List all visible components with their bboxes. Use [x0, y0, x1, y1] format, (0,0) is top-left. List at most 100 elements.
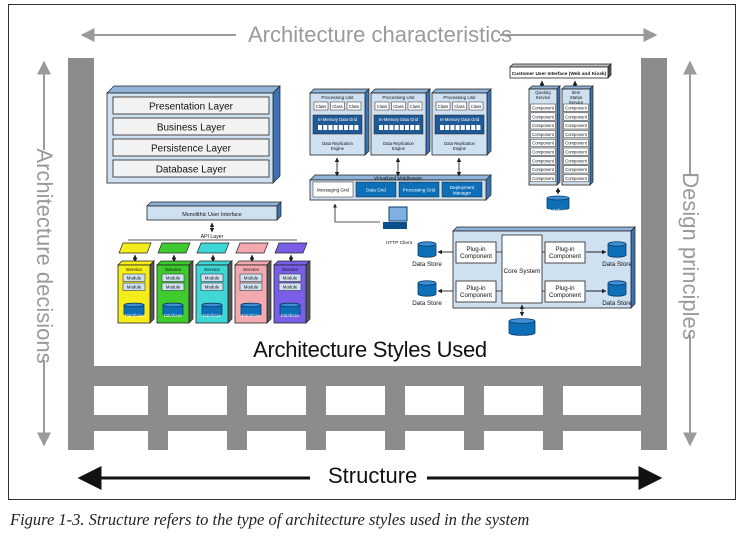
customer-ui-box [509, 63, 612, 79]
datastore-label: Data Store [602, 261, 632, 268]
class-box [468, 101, 484, 111]
structure-label: Structure [318, 463, 428, 489]
grid-cell [440, 125, 444, 130]
middleware-item [312, 181, 354, 198]
module-label: Module [283, 285, 298, 290]
component-label: Component [565, 123, 587, 128]
layer-label: Persistence Layer [151, 144, 232, 155]
module-label: Module [166, 276, 181, 281]
grid-cell [328, 125, 333, 130]
layer-box [112, 159, 270, 178]
microservice-database-label: Database [125, 313, 144, 318]
layer-label: Presentation Layer [149, 102, 234, 113]
component-label: Component [565, 167, 587, 172]
component-label: Component [532, 150, 554, 155]
module-box [161, 273, 185, 282]
core-system-box [501, 234, 543, 304]
component-box [530, 156, 556, 165]
component-box [530, 112, 556, 121]
middleware-item [441, 181, 483, 198]
module-label: Module [127, 276, 142, 281]
module-box [122, 273, 146, 282]
api-endpoint [118, 242, 152, 254]
grid-cell [394, 125, 399, 130]
class-label: Class [377, 104, 387, 109]
component-label: Component [565, 132, 587, 137]
class-label: Class [438, 104, 448, 109]
datastore-label: Data Store [602, 300, 632, 307]
class-box [346, 101, 362, 111]
layer-box [112, 138, 270, 157]
microservice-database-label: Database [203, 313, 222, 318]
architecture-styles-title: Architecture Styles Used [253, 337, 487, 362]
grid-cell [354, 125, 359, 130]
middleware-item-label: Messaging Grid [317, 188, 350, 193]
grid-cell [460, 125, 465, 130]
layer-label: Business Layer [157, 123, 226, 134]
data-grid-label: In-Memory Data Grid [318, 117, 358, 122]
component-label: Component [532, 167, 554, 172]
http-client-monitor [388, 206, 408, 222]
component-box [530, 174, 556, 183]
class-box [435, 101, 451, 111]
class-label: Class [349, 104, 359, 109]
layer-label: Database Layer [156, 165, 227, 176]
component-box [563, 130, 589, 139]
component-label: Component [532, 141, 554, 146]
component-label: Component [565, 158, 587, 163]
component-box [563, 156, 589, 165]
class-box [391, 101, 406, 111]
microservice-database [123, 302, 145, 317]
plugin-box [544, 280, 586, 303]
class-box [374, 101, 390, 111]
core-system-label: Core System [504, 268, 541, 275]
class-box [452, 101, 467, 111]
data-grid-label: In-Memory Data Grid [379, 117, 419, 122]
component-box [563, 121, 589, 130]
monolithic-ui-box [146, 201, 282, 221]
data-grid-label: In-Memory Data Grid [440, 117, 480, 122]
microservice-database [162, 302, 184, 317]
middleware-item-label: Data Grid [366, 188, 386, 193]
component-box [530, 130, 556, 139]
component-label: Component [532, 132, 554, 137]
middleware-label: Virtualized Middleware [374, 176, 423, 182]
datastore-label: Data Store [412, 300, 442, 307]
component-label: Component [565, 176, 587, 181]
service-database [546, 195, 570, 211]
middleware-item [398, 181, 440, 198]
processing-unit-label: Processing Unit [321, 95, 354, 100]
grid-cell [450, 125, 455, 130]
grid-cell [384, 125, 389, 130]
module-box [278, 273, 302, 282]
customer-ui-label: Customer User Interface (Web and Kiosk) [512, 71, 607, 77]
grid-cell [410, 125, 415, 130]
figure-caption: Figure 1-3. Structure refers to the type… [10, 510, 530, 529]
datastore-cylinder [607, 280, 627, 297]
component-label: Component [532, 114, 554, 119]
class-label: Class [410, 104, 420, 109]
module-box [200, 273, 224, 282]
grid-cell [349, 125, 354, 130]
datastore-cylinder [417, 241, 437, 258]
module-label: Module [205, 285, 220, 290]
microservice-database-label: Database [281, 313, 300, 318]
class-label: Class [471, 104, 481, 109]
plugin-box [455, 280, 497, 303]
class-box [407, 101, 423, 111]
grid-cell [471, 125, 476, 130]
grid-cell [455, 125, 460, 130]
microservice-label: Service [243, 267, 259, 273]
